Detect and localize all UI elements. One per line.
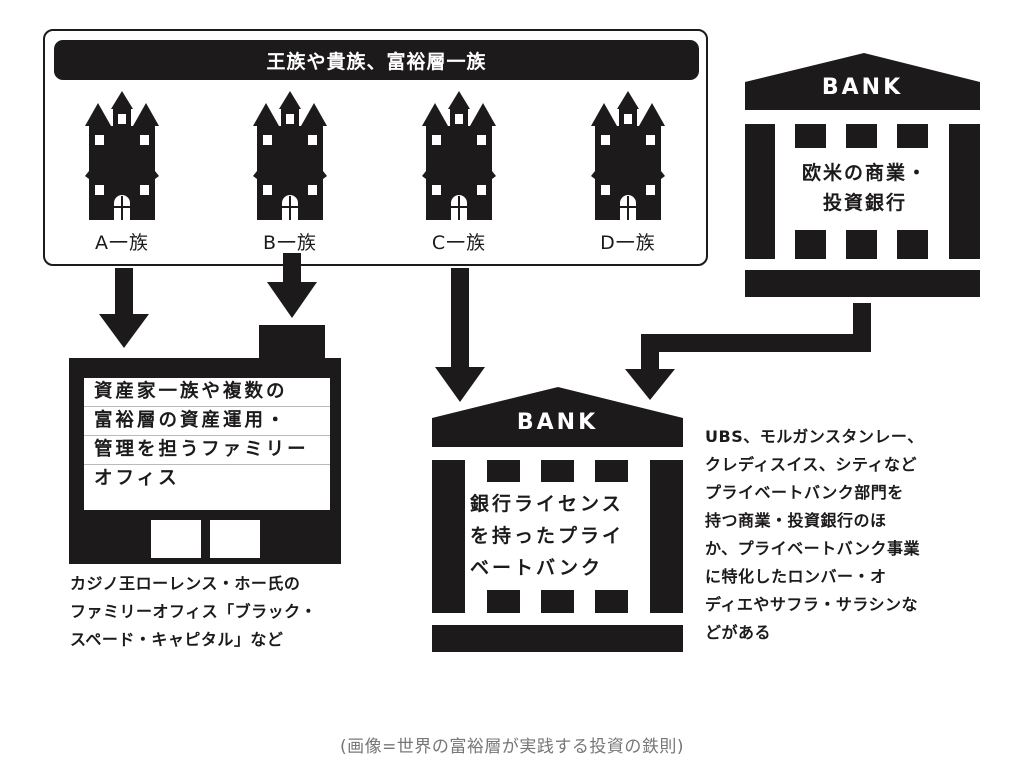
private-bank-caption-line: に特化したロンバー・オ (705, 567, 887, 586)
private-bank-label-line: を持ったプライ (470, 525, 625, 547)
private-bank-caption-line: か、プライベートバンク事業 (705, 539, 920, 558)
family-office-caption-line: カジノ王ローレンス・ホー氏の (70, 574, 301, 593)
western-bank-label-line: 欧米の商業・ (801, 162, 928, 184)
private-bank-caption-line: どがある (705, 623, 772, 642)
western-bank-label: 欧米の商業・ 投資銀行 (790, 158, 940, 218)
private-bank-caption-line: ディエやサフラ・サラシンな (705, 595, 919, 614)
arrow-c-to-private-bank (435, 268, 485, 402)
family-label-d: D一族 (600, 232, 656, 254)
private-bank-caption: UBS、モルガンスタンレー、 クレディスイス、シティなど プライベートバンク部門… (705, 423, 924, 647)
private-bank-sign: BANK (516, 410, 599, 435)
family-office-caption: カジノ王ローレンス・ホー氏の ファミリーオフィス「ブラック・ スペード・キャピタ… (70, 570, 317, 654)
family-office-caption-line: ファミリーオフィス「ブラック・ (70, 602, 317, 621)
family-office-label-line: オフィス (84, 465, 330, 493)
arrow-b-to-family-office (267, 253, 317, 318)
family-label-c: C一族 (431, 232, 487, 254)
western-bank-label-line: 投資銀行 (822, 192, 907, 214)
western-bank-building-icon (745, 53, 980, 297)
private-bank-label: 銀行ライセンス を持ったプライ ベートバンク (470, 488, 650, 584)
arrow-western-bank-to-private-bank (625, 303, 871, 400)
private-bank-label-line: ベートバンク (470, 557, 603, 579)
wealthy-families-group (43, 29, 708, 266)
private-bank-label-line: 銀行ライセンス (470, 493, 624, 515)
private-bank-caption-line: プライベートバンク部門を (705, 483, 904, 502)
families-banner-title: 王族や貴族、富裕層一族 (54, 40, 699, 80)
image-source-note: (画像=世界の富裕層が実践する投資の鉄則) (339, 737, 684, 757)
family-office-caption-line: スペード・キャピタル」など (70, 630, 284, 649)
private-bank-caption-line: 持つ商業・投資銀行のほ (705, 511, 887, 530)
family-office-label: 資産家一族や複数の 富裕層の資産運用・ 管理を担うファミリー オフィス (84, 378, 330, 493)
family-label-b: B一族 (262, 232, 318, 254)
western-bank-sign: BANK (821, 75, 904, 100)
private-bank-caption-line: クレディスイス、シティなど (705, 455, 917, 474)
private-bank-building-icon (432, 387, 683, 652)
arrow-a-to-family-office (99, 268, 149, 348)
family-office-label-line: 富裕層の資産運用・ (84, 407, 330, 436)
family-office-label-line: 管理を担うファミリー (84, 436, 330, 465)
private-bank-caption-line: UBS、モルガンスタンレー、 (705, 427, 924, 446)
family-label-a: A一族 (95, 232, 149, 254)
family-office-label-line: 資産家一族や複数の (84, 378, 330, 407)
